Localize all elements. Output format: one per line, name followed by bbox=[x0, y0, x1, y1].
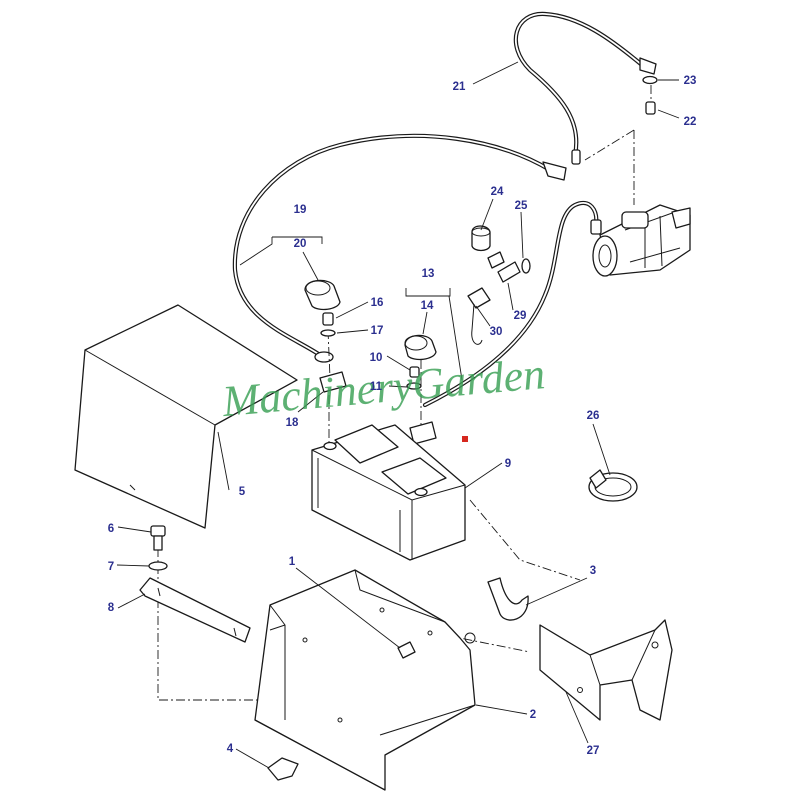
callout-labels: 21 23 22 24 25 29 30 19 20 16 17 13 14 1… bbox=[108, 75, 697, 757]
part-17-washer bbox=[320, 329, 336, 337]
callout-5: 5 bbox=[239, 486, 246, 498]
part-10-nut bbox=[409, 366, 420, 378]
part-5-battery-cover bbox=[74, 304, 298, 529]
part-22-screw bbox=[645, 101, 656, 115]
part-18-clamp-negative bbox=[319, 371, 347, 393]
callout-21: 21 bbox=[453, 81, 466, 93]
part-23-washer bbox=[642, 75, 658, 85]
callout-1: 1 bbox=[289, 556, 296, 568]
assembly-axis-lines bbox=[157, 85, 652, 701]
part-1-bolt bbox=[397, 641, 416, 659]
part-29-terminal-bolt bbox=[487, 251, 521, 283]
callout-16: 16 bbox=[371, 297, 384, 309]
callout-3: 3 bbox=[590, 565, 596, 577]
part-14-terminal-boot bbox=[404, 334, 437, 361]
callout-22: 22 bbox=[684, 116, 697, 128]
callout-29: 29 bbox=[514, 310, 527, 322]
callout-20: 20 bbox=[294, 238, 307, 250]
part-18-clamp-positive bbox=[409, 421, 437, 445]
part-20-terminal-boot bbox=[304, 279, 341, 311]
callout-14: 14 bbox=[421, 300, 434, 312]
callout-7: 7 bbox=[108, 561, 114, 573]
part-4-knob bbox=[267, 757, 299, 781]
leader-lines bbox=[116, 61, 680, 769]
callout-17: 17 bbox=[371, 325, 384, 337]
cable-13 bbox=[422, 200, 602, 408]
part-16-bolt bbox=[322, 312, 334, 326]
callout-26: 26 bbox=[587, 410, 600, 422]
starter-motor bbox=[592, 204, 691, 277]
cable-21 bbox=[513, 11, 657, 165]
part-6-bolt bbox=[150, 525, 166, 551]
red-marker-dot bbox=[462, 436, 468, 442]
part-26-hose-clamp bbox=[588, 469, 638, 502]
part-2-battery-tray bbox=[254, 569, 476, 791]
callout-4: 4 bbox=[227, 743, 234, 755]
callout-11: 11 bbox=[370, 381, 383, 393]
part-25-washer bbox=[521, 258, 531, 274]
callout-27: 27 bbox=[587, 745, 600, 757]
part-27-bracket bbox=[539, 619, 673, 721]
watermark-text: MachineryGarden bbox=[220, 349, 547, 426]
part-30-terminal-cover bbox=[467, 287, 491, 345]
callout-25: 25 bbox=[515, 200, 528, 212]
callout-8: 8 bbox=[108, 602, 115, 614]
callout-2: 2 bbox=[530, 709, 536, 721]
part-24-cap bbox=[471, 225, 491, 252]
part-9-battery bbox=[311, 424, 466, 561]
callout-24: 24 bbox=[491, 186, 504, 198]
callout-23: 23 bbox=[684, 75, 697, 87]
cable-19 bbox=[232, 133, 567, 363]
part-8-hold-down-strap bbox=[139, 577, 251, 643]
part-11-washer bbox=[406, 382, 422, 390]
callout-19: 19 bbox=[294, 204, 307, 216]
part-3-u-clip bbox=[487, 577, 529, 621]
callout-30: 30 bbox=[490, 326, 503, 338]
callout-13: 13 bbox=[422, 268, 435, 280]
callout-9: 9 bbox=[505, 458, 511, 470]
callout-18: 18 bbox=[286, 417, 299, 429]
callout-10: 10 bbox=[370, 352, 383, 364]
callout-6: 6 bbox=[108, 523, 114, 535]
part-7-washer bbox=[148, 561, 168, 571]
